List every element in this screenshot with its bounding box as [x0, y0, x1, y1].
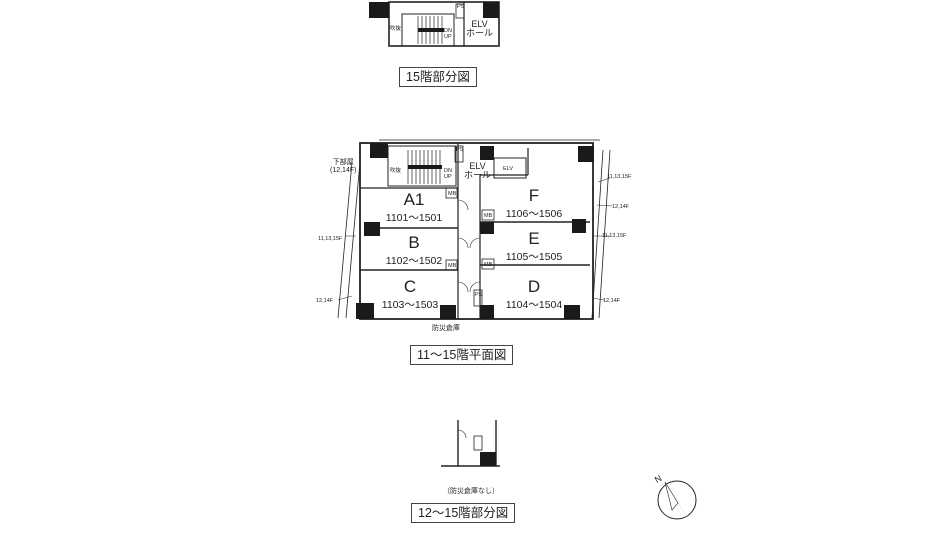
stair-up: UP	[444, 34, 452, 40]
mb-label-b: MB	[448, 263, 457, 269]
elevator-label: ELV	[503, 166, 513, 172]
balcony-label-right-mid: 11,13,15F	[602, 233, 627, 239]
lower-unit-label: 下部屋	[332, 159, 354, 166]
north-compass	[657, 480, 697, 522]
unit-e: E 1105～1505	[490, 229, 578, 264]
stair-up-main: UP	[444, 174, 452, 180]
lower-unit-note: 下部屋 (12,14F)	[330, 159, 356, 175]
unit-range: 1105～1505	[505, 251, 563, 263]
caption-12-15f-partial: 12～15階部分図	[411, 503, 516, 523]
stair-dn-up-label-main: DN UP	[444, 168, 452, 180]
elv-hall-line2: ホール	[466, 28, 494, 38]
ps-label-main: PS	[456, 147, 464, 153]
unit-range: 1102～1502	[385, 255, 443, 267]
unit-letter: B	[408, 233, 420, 252]
balcony-label-right-top: 11,13,15F	[607, 174, 632, 180]
lower-unit-floors: (12,14F)	[330, 167, 357, 174]
disaster-storage-label: 防災倉庫	[432, 325, 460, 332]
unit-d: D 1104～1504	[490, 277, 578, 312]
floor15-partial-plan	[369, 1, 500, 47]
void-label-main: 吹抜	[390, 168, 402, 174]
mb-label-f: MB	[484, 213, 493, 219]
balcony-label-right-top2: 12,14F	[612, 204, 630, 210]
unit-letter: E	[528, 229, 540, 248]
unit-f: F 1106～1506	[490, 186, 578, 221]
unit-range: 1106～1506	[505, 208, 563, 220]
unit-range: 1101～1501	[385, 212, 443, 224]
unit-letter: C	[403, 277, 417, 296]
mb-label-e: MB	[484, 262, 493, 268]
unit-letter: F	[528, 186, 540, 205]
void-label: 吹抜	[390, 26, 402, 32]
column-fill	[369, 2, 389, 18]
caption-11-15f-plan: 11～15階平面図	[410, 345, 514, 365]
unit-a1: A1 1101～1501	[370, 190, 458, 225]
balcony-label-left-mid: 11,13,15F	[318, 236, 343, 242]
stair-dn-main: DN	[444, 168, 452, 174]
no-storage-note: （防災倉庫なし）	[443, 488, 499, 495]
balcony-label-left-bottom: 12,14F	[316, 298, 334, 304]
floor11-15-main-plan	[337, 139, 613, 320]
caption-15f-partial: 15階部分図	[399, 67, 477, 87]
column-fills	[356, 143, 594, 319]
unit-c: C 1103～1503	[366, 277, 454, 312]
ps-label: PS	[457, 4, 465, 10]
unit-range: 1103～1503	[381, 299, 439, 311]
unit-range: 1104～1504	[505, 299, 563, 311]
elv-hall-label-main: ELV ホール	[464, 162, 491, 180]
elv-hall-line1-main: ELV	[469, 161, 486, 171]
unit-b: B 1102～1502	[370, 233, 458, 268]
floor12-15-partial-plan	[441, 420, 500, 467]
ps-label-lower: PS	[475, 292, 483, 298]
mb-label-a1: MB	[448, 191, 457, 197]
elv-hall-line1: ELV	[471, 19, 488, 29]
unit-letter: A1	[403, 190, 425, 209]
stair-dn-up-label: DN UP	[444, 28, 452, 40]
stair-dn: DN	[444, 28, 452, 34]
balcony-label-right-bottom: 12,14F	[603, 298, 621, 304]
unit-letter: D	[527, 277, 541, 296]
elv-hall-label: ELV ホール	[466, 20, 493, 38]
elv-hall-line2-main: ホール	[464, 170, 492, 180]
